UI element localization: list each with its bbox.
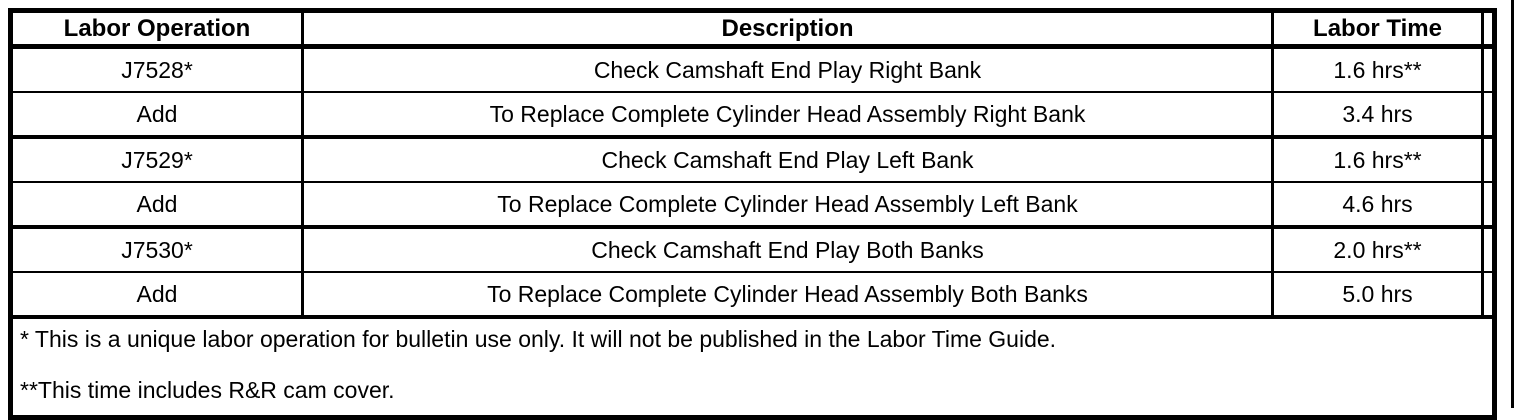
cell-labor-operation: J7529* [10,137,304,183]
footnote-single-asterisk: * This is a unique labor operation for b… [20,326,1057,352]
cell-labor-time: 3.4 hrs [1272,92,1484,139]
cell-labor-operation: J7530* [10,227,304,273]
footnotes-cell: * This is a unique labor operation for b… [10,315,1495,418]
column-header-description: Description [302,10,1274,49]
table-header-row: Labor Operation Description Labor Time [10,10,1495,49]
page-margin-rule [1511,0,1514,408]
cell-spare [1482,137,1495,183]
cell-description: Check Camshaft End Play Left Bank [302,137,1274,183]
column-header-labor-time: Labor Time [1272,10,1484,49]
cell-description: Check Camshaft End Play Right Bank [302,46,1274,93]
cell-labor-time: 4.6 hrs [1272,182,1484,229]
table-row: J7529* Check Camshaft End Play Left Bank… [10,137,1495,183]
labor-operations-table: Labor Operation Description Labor Time J… [8,8,1497,420]
cell-labor-operation: Add [10,182,304,229]
cell-labor-time: 5.0 hrs [1272,272,1484,317]
cell-labor-time: 2.0 hrs** [1272,227,1484,273]
cell-description: To Replace Complete Cylinder Head Assemb… [302,92,1274,139]
cell-spare [1482,227,1495,273]
column-header-labor-operation: Labor Operation [10,10,304,49]
cell-description: To Replace Complete Cylinder Head Assemb… [302,182,1274,229]
cell-labor-operation: J7528* [10,46,304,93]
cell-description: Check Camshaft End Play Both Banks [302,227,1274,273]
column-header-spare [1482,10,1495,49]
table-row: J7528* Check Camshaft End Play Right Ban… [10,46,1495,93]
cell-labor-time: 1.6 hrs** [1272,46,1484,93]
cell-labor-operation: Add [10,272,304,317]
footnotes-row: * This is a unique labor operation for b… [10,315,1495,418]
cell-spare [1482,46,1495,93]
cell-description: To Replace Complete Cylinder Head Assemb… [302,272,1274,317]
cell-labor-time: 1.6 hrs** [1272,137,1484,183]
table-row: Add To Replace Complete Cylinder Head As… [10,272,1495,317]
document-page: Labor Operation Description Labor Time J… [8,0,1514,420]
cell-spare [1482,92,1495,139]
footnote-double-asterisk: **This time includes R&R cam cover. [20,377,395,403]
table-row: Add To Replace Complete Cylinder Head As… [10,92,1495,139]
footnote-spacer [20,352,1492,378]
cell-spare [1482,182,1495,229]
table-row: J7530* Check Camshaft End Play Both Bank… [10,227,1495,273]
cell-labor-operation: Add [10,92,304,139]
cell-spare [1482,272,1495,317]
table-row: Add To Replace Complete Cylinder Head As… [10,182,1495,229]
